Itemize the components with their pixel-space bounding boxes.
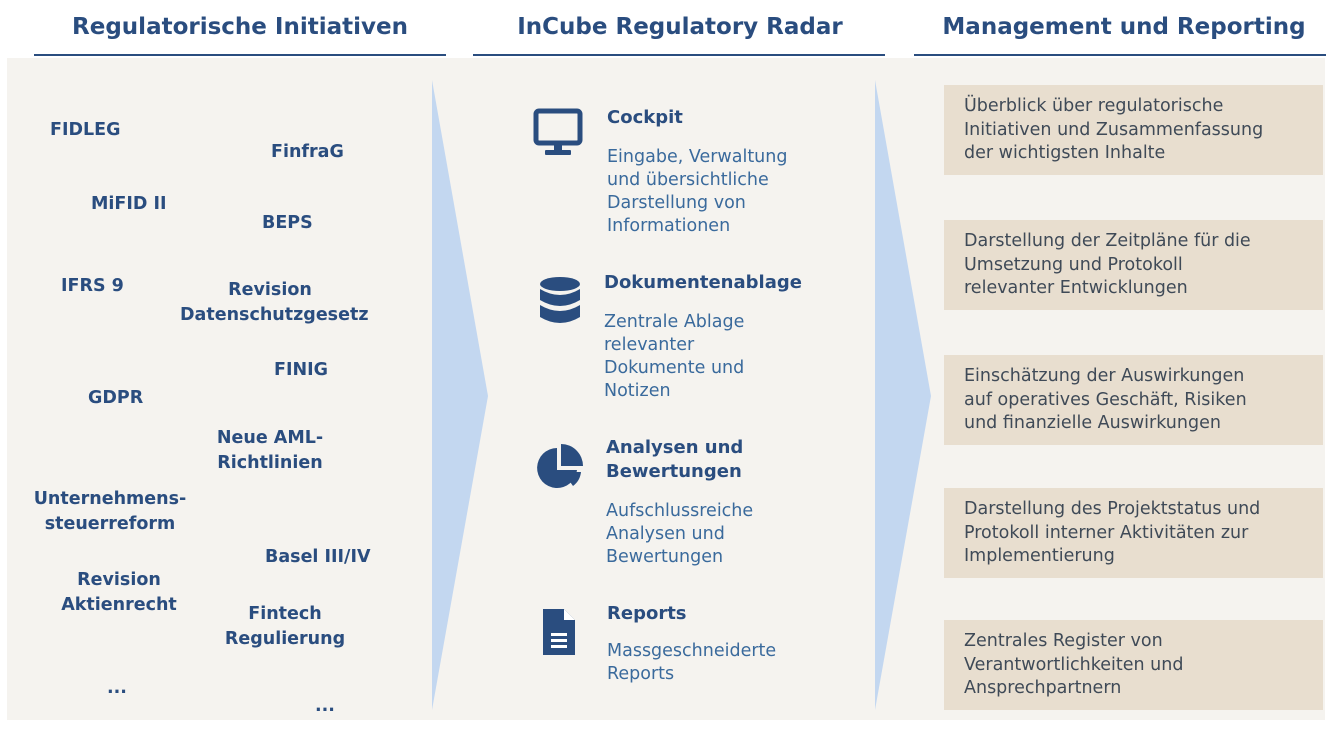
management-box-register: Zentrales Register von Verantwortlichkei… (944, 620, 1323, 710)
initiative-finig: FINIG (274, 360, 328, 380)
feature-title-dokumentenablage: Dokumentenablage (604, 272, 802, 293)
initiative-basel: Basel III/IV (265, 547, 371, 567)
column-title-management: Management und Reporting (942, 14, 1306, 40)
feature-title-analysen: Analysen und Bewertungen (606, 437, 744, 482)
initiative-datenschutz: Revision Datenschutzgesetz (180, 280, 369, 325)
column-divider-management (914, 54, 1326, 56)
initiative-fintech: Fintech Regulierung (224, 604, 346, 649)
initiative-aml: Neue AML- Richtlinien (216, 428, 324, 473)
initiative-finfrag: FinfraG (271, 142, 344, 162)
management-box-timeline: Darstellung der Zeitpläne für die Umsetz… (944, 220, 1323, 310)
feature-desc-analysen: Aufschlussreiche Analysen und Bewertunge… (606, 501, 754, 567)
feature-desc-cockpit: Eingabe, Verwaltung und übersichtliche D… (607, 147, 788, 236)
column-title-radar: InCube Regulatory Radar (517, 14, 843, 40)
initiative-fidleg: FIDLEG (50, 120, 121, 140)
database-icon (540, 277, 580, 323)
column-title-initiatives: Regulatorische Initiativen (72, 14, 408, 40)
feature-title-cockpit: Cockpit (607, 107, 683, 128)
management-text-projectstatus: Darstellung des Projektstatus und Protok… (964, 499, 1261, 566)
document-icon (543, 609, 575, 655)
flow-arrow-1 (432, 80, 488, 710)
initiative-mifid: MiFID II (91, 194, 167, 214)
management-box-projectstatus: Darstellung des Projektstatus und Protok… (944, 488, 1323, 578)
feature-desc-dokumentenablage: Zentrale Ablage relevanter Dokumente und… (604, 312, 745, 401)
management-text-timeline: Darstellung der Zeitpläne für die Umsetz… (964, 231, 1251, 298)
management-text-impact: Einschätzung der Auswirkungen auf operat… (964, 366, 1247, 433)
pie-chart-icon (537, 444, 583, 488)
initiative-more-2: ... (315, 696, 335, 716)
initiative-steuerreform: Unternehmens- steuerreform (33, 489, 187, 534)
management-box-overview: Überblick über regulatorische Initiative… (944, 85, 1323, 175)
column-divider-radar (473, 54, 885, 56)
initiative-aktienrecht: Revision Aktienrecht (61, 570, 177, 615)
column-divider-initiatives (34, 54, 446, 56)
management-text-register: Zentrales Register von Verantwortlichkei… (964, 631, 1184, 698)
monitor-icon (533, 108, 583, 155)
management-box-impact: Einschätzung der Auswirkungen auf operat… (944, 355, 1323, 445)
feature-desc-reports: Massgeschneiderte Reports (607, 641, 777, 684)
initiative-gdpr: GDPR (88, 388, 144, 408)
initiative-more-1: ... (107, 678, 127, 698)
management-text-overview: Überblick über regulatorische Initiative… (964, 96, 1264, 163)
initiative-beps: BEPS (262, 213, 313, 233)
flow-arrow-2 (875, 80, 931, 710)
feature-title-reports: Reports (607, 603, 687, 624)
initiative-ifrs9: IFRS 9 (61, 276, 124, 296)
